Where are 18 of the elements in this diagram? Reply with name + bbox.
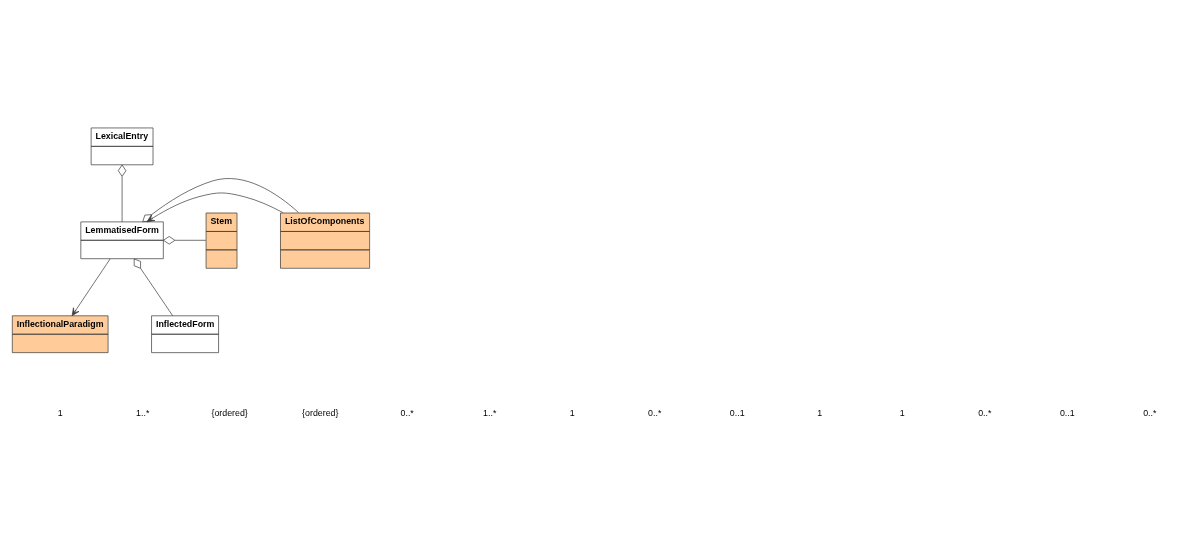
label: 0..* (1143, 408, 1157, 419)
connector (117, 164, 127, 223)
label: {ordered} (211, 408, 248, 419)
label: 1 (57, 408, 63, 419)
arrow (71, 258, 111, 317)
label: 0..* (648, 408, 662, 419)
label: 0..* (400, 408, 414, 419)
connector (163, 236, 207, 245)
label: 1..* (483, 408, 497, 419)
label: 1..* (136, 408, 150, 419)
label: 0..1 (1059, 408, 1075, 419)
label: 1 (899, 408, 905, 419)
label: 0..* (978, 408, 992, 419)
label: {ordered} (302, 408, 339, 419)
label: 0..1 (729, 408, 745, 419)
label: 1 (817, 408, 823, 419)
label: 1 (569, 408, 575, 419)
connector (133, 258, 174, 317)
